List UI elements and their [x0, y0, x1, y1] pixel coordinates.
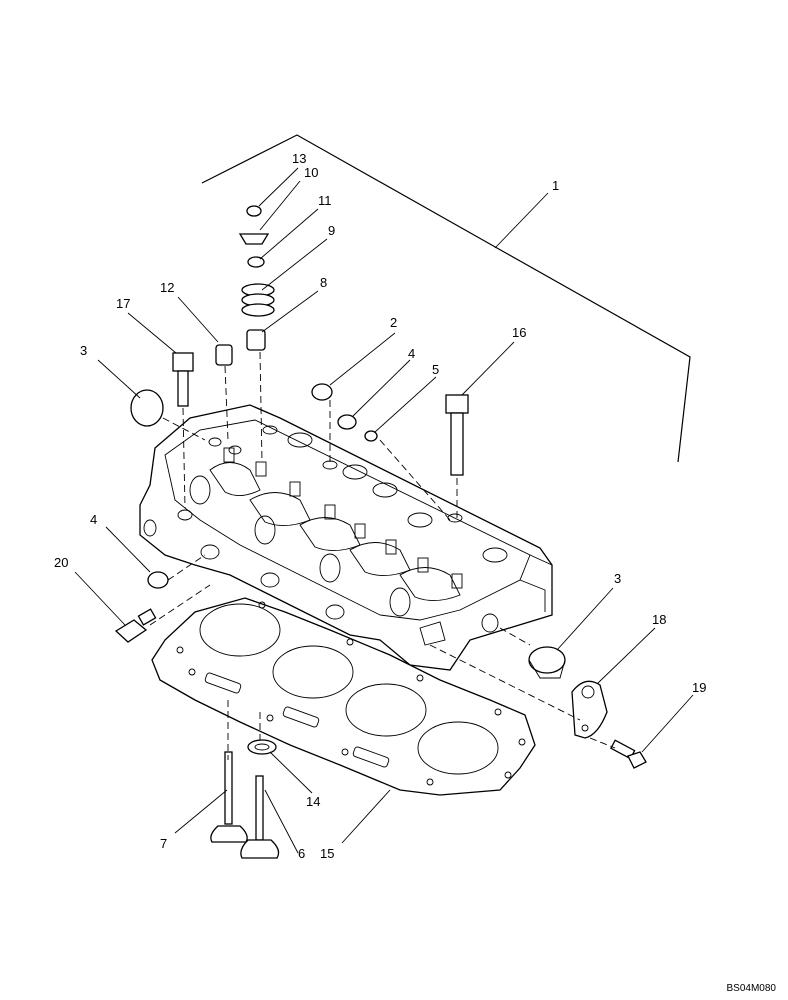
callout-6: 6 — [298, 846, 305, 861]
leader-lines — [74, 167, 694, 854]
callout-13: 13 — [292, 151, 306, 166]
callout-19: 19 — [692, 680, 706, 695]
callout-20: 20 — [54, 555, 68, 570]
valve-cap — [246, 205, 262, 217]
sleeve-bushing — [311, 383, 333, 401]
assembly-bracket — [201, 134, 691, 463]
callout-2: 2 — [390, 315, 397, 330]
injector-cap — [215, 344, 233, 366]
callout-3-right: 3 — [614, 571, 621, 586]
head-bolt-long — [445, 394, 469, 476]
lifting-eye — [571, 680, 608, 739]
dowel-pin — [364, 430, 378, 442]
head-gasket — [151, 597, 536, 796]
callout-15: 15 — [320, 846, 334, 861]
callout-7: 7 — [160, 836, 167, 851]
intake-valve — [240, 775, 280, 859]
spring-retainer — [238, 233, 270, 245]
temperature-sender — [114, 608, 157, 643]
spring-seat — [246, 329, 266, 351]
expansion-plug-left — [130, 389, 164, 427]
valve-seal — [247, 739, 277, 755]
callouts: 1 2 3 3 4 4 5 6 7 8 9 10 11 12 13 14 15 … — [54, 151, 706, 861]
valve-keepers — [247, 256, 265, 268]
callout-1: 1 — [552, 178, 559, 193]
lifting-eye-bolt — [610, 739, 647, 769]
callout-11: 11 — [318, 193, 332, 208]
dowel-sleeve-top — [337, 414, 357, 430]
callout-4-top: 4 — [408, 346, 415, 361]
callout-5: 5 — [432, 362, 439, 377]
callout-9: 9 — [328, 223, 335, 238]
callout-17: 17 — [116, 296, 130, 311]
assembly-lines — [149, 351, 616, 760]
head-bolt-short — [172, 352, 194, 407]
cylinder-head — [139, 404, 553, 671]
callout-16: 16 — [512, 325, 526, 340]
callout-10: 10 — [304, 165, 318, 180]
callout-18: 18 — [652, 612, 666, 627]
figure-reference-code: BS04M080 — [726, 983, 776, 994]
callout-12: 12 — [160, 280, 174, 295]
exhaust-valve — [210, 751, 248, 843]
callout-14: 14 — [306, 794, 320, 809]
dowel-sleeve-left — [147, 571, 169, 589]
callout-8: 8 — [320, 275, 327, 290]
callout-4-left: 4 — [90, 512, 97, 527]
expansion-plug-right — [528, 646, 566, 679]
valve-spring — [241, 283, 275, 317]
callout-3-left: 3 — [80, 343, 87, 358]
